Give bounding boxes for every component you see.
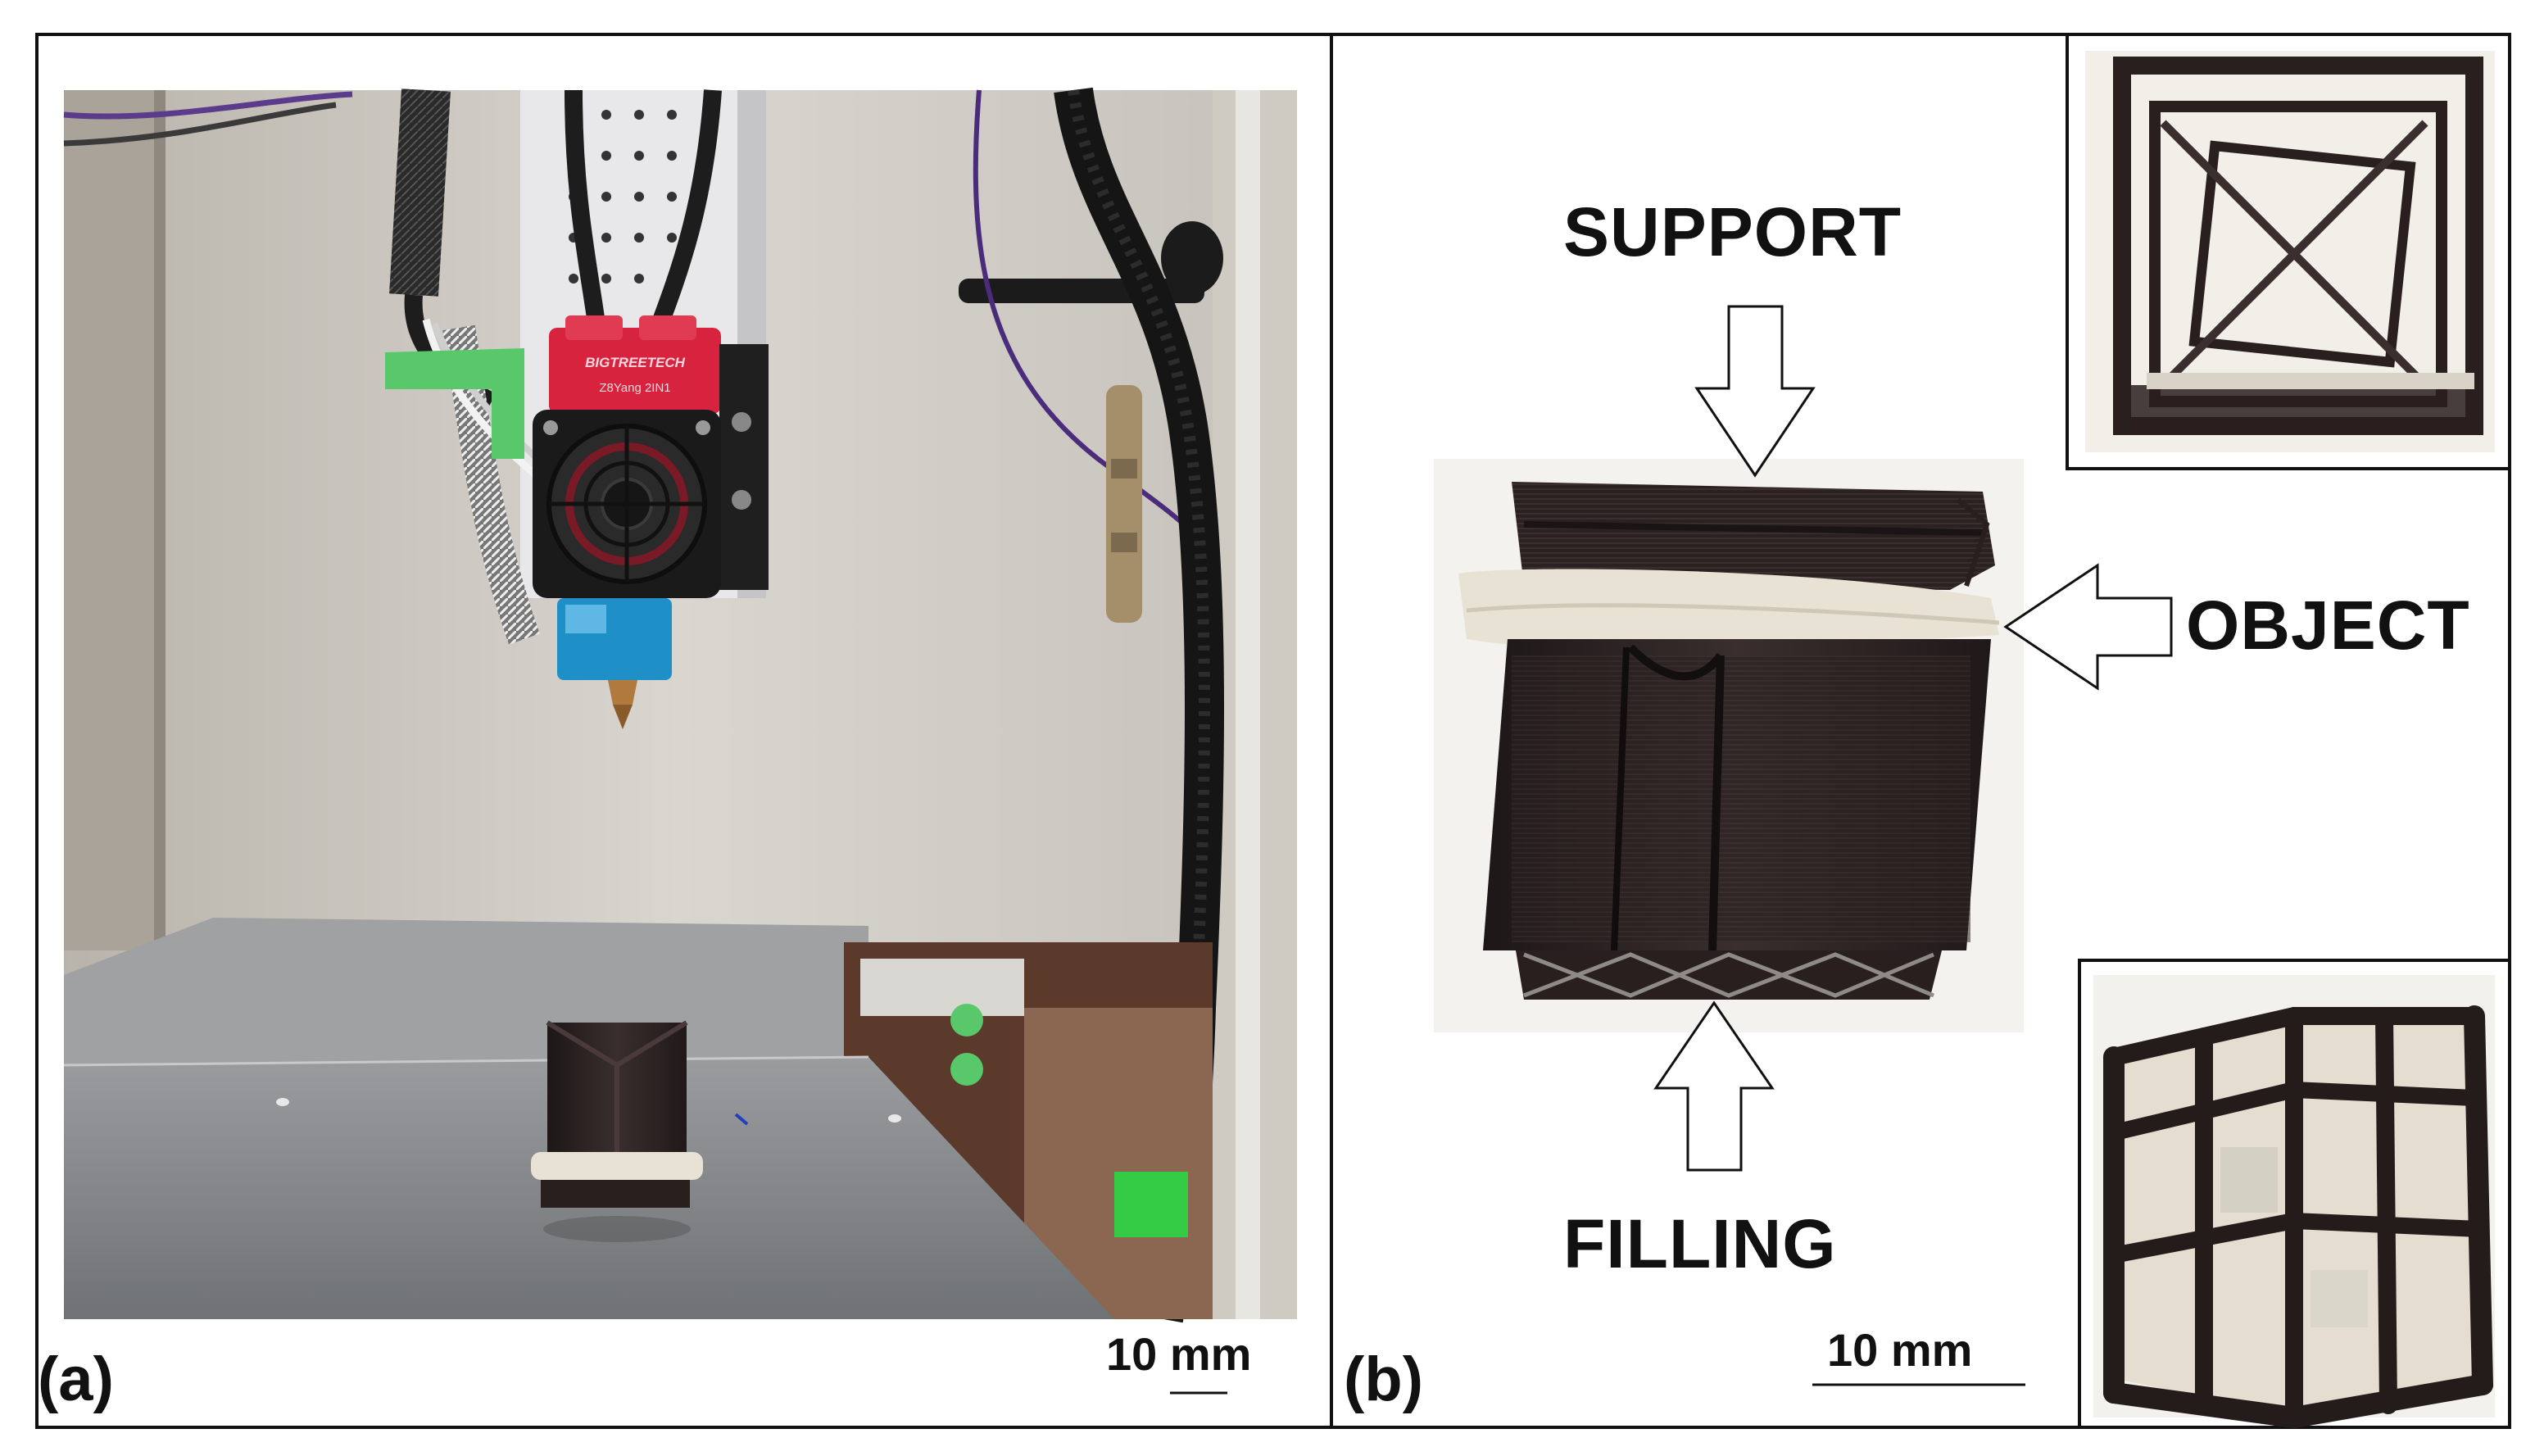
extruder-model-text: Z8Yang 2IN1 bbox=[599, 381, 670, 395]
extruder-brand-text: BIGTREETECH bbox=[585, 355, 686, 370]
inset-grid-view-photo bbox=[2093, 975, 2495, 1429]
photo-printer-setup: BIGTREETECH Z8Yang 2IN1 bbox=[63, 87, 1297, 1323]
arrow-filling-up bbox=[1653, 1000, 1775, 1172]
scale-label-a: 10 mm bbox=[1106, 1328, 1252, 1380]
panel-label-b: (b) bbox=[1344, 1345, 1424, 1414]
panel-label-a: (a) bbox=[38, 1345, 114, 1414]
inset-top-view-photo bbox=[2085, 51, 2495, 452]
arrow-support-down bbox=[1694, 305, 1816, 478]
outer-frame bbox=[35, 33, 2511, 1429]
callout-support: SUPPORT bbox=[1563, 193, 1902, 270]
callout-object: OBJECT bbox=[2186, 587, 2470, 664]
arrow-object-left bbox=[2003, 563, 2173, 691]
photo-printed-specimen bbox=[1434, 459, 2024, 1032]
callout-filling: FILLING bbox=[1563, 1205, 1837, 1282]
scale-label-b: 10 mm bbox=[1827, 1324, 1973, 1376]
